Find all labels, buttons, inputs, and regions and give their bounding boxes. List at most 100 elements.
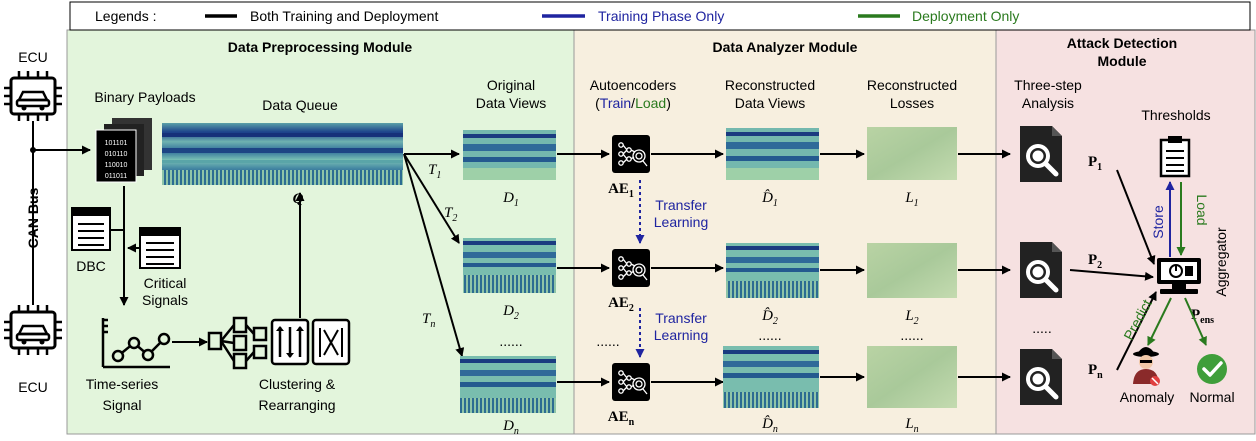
- tn-label: Tn: [422, 311, 435, 330]
- aggregator-label: Aggregator: [1213, 227, 1229, 297]
- queue-to-d2-arrow: [403, 153, 460, 244]
- transfer2-line2: Learning: [654, 327, 709, 343]
- anomaly-label: Anomaly: [1120, 389, 1174, 405]
- original-view-n: [460, 356, 556, 413]
- ecu-bottom-label: ECU: [18, 379, 48, 395]
- normal-check-icon: [1197, 354, 1227, 384]
- dbc-icon: [71, 207, 111, 251]
- data-queue-heatmap: [162, 123, 403, 185]
- queue-symbol: Q: [293, 191, 304, 207]
- predict-anomaly-arrow: [1147, 297, 1172, 346]
- svg-text:010110: 010110: [105, 151, 128, 158]
- analysis-icon-1: [1020, 126, 1062, 182]
- original-view-1: [463, 130, 556, 180]
- predict-normal-arrow: [1184, 297, 1207, 346]
- store-label: Store: [1150, 205, 1166, 239]
- l2-label: L2: [904, 308, 918, 327]
- rec-views-line2: Data Views: [735, 95, 806, 111]
- critical-signals-line1: Critical: [144, 275, 187, 291]
- losses-line1: Reconstructed: [867, 77, 957, 93]
- ecu-top-label: ECU: [18, 49, 48, 65]
- clustering-icon: [207, 316, 268, 370]
- views-ellipsis: ......: [499, 333, 522, 349]
- binary-payloads-icon: 101101 010110 110010 011011: [95, 118, 152, 183]
- analyzer-title: Data Analyzer Module: [713, 39, 858, 55]
- can-bus-label: CAN Bus: [25, 187, 41, 248]
- rec-ellipsis: ......: [758, 327, 781, 343]
- pn-to-aggregator-arrow: [1116, 291, 1157, 371]
- t2-label: T2: [444, 205, 457, 224]
- rearranging-icon: [270, 318, 351, 366]
- dhat1-label: D̂1: [761, 190, 778, 209]
- original-views-line2: Data Views: [476, 95, 547, 111]
- p1-label: P1: [1088, 154, 1102, 173]
- legend-both: Both Training and Deployment: [250, 8, 438, 24]
- d1-label: D1: [502, 190, 519, 209]
- ae-ellipsis: ......: [596, 333, 619, 349]
- ln-label: Ln: [904, 416, 918, 435]
- rec-views-line1: Reconstructed: [725, 77, 815, 93]
- p1-to-aggregator-arrow: [1116, 169, 1156, 265]
- svg-text:011011: 011011: [105, 173, 127, 180]
- clustering-line2: Rearranging: [258, 397, 335, 413]
- losses-line2: Losses: [890, 95, 934, 111]
- d2-label: D2: [502, 303, 519, 322]
- ae2-icon: [611, 248, 651, 288]
- timeseries-line1: Time-series: [86, 376, 159, 392]
- loss-ellipsis: ......: [900, 327, 923, 343]
- legend-training: Training Phase Only: [598, 8, 724, 24]
- detection-title-line2: Module: [1098, 53, 1147, 69]
- thresholds-icon: [1159, 136, 1191, 178]
- ae1-icon: [611, 134, 651, 174]
- rec-view-2: [726, 243, 819, 298]
- rec-view-1: [726, 128, 819, 180]
- normal-label: Normal: [1189, 389, 1234, 405]
- loss-map-1: [867, 127, 957, 180]
- autoencoders-label: Autoencoders: [590, 77, 676, 93]
- ecu-top-icon: [2, 69, 64, 123]
- data-queue-label: Data Queue: [262, 97, 338, 113]
- load-label: Load: [1194, 194, 1210, 225]
- train-load-label: (Train/Load): [595, 95, 671, 111]
- pens-label: Pens: [1191, 307, 1214, 326]
- analysis-icon-2: [1020, 242, 1062, 298]
- legend-deployment: Deployment Only: [912, 8, 1019, 24]
- detection-title-line1: Attack Detection: [1067, 35, 1177, 51]
- thresholds-label: Thresholds: [1141, 107, 1210, 123]
- rec-view-n: [723, 346, 819, 408]
- three-step-line2: Analysis: [1022, 95, 1074, 111]
- dhatn-label: D̂n: [761, 416, 778, 435]
- loss-map-2: [867, 243, 957, 298]
- aggregator-icon: [1157, 258, 1201, 294]
- timeseries-icon: [101, 318, 171, 369]
- pn-label: Pn: [1088, 362, 1103, 381]
- critical-signals-line2: Signals: [142, 292, 188, 308]
- clustering-line1: Clustering &: [259, 376, 336, 392]
- critical-signals-icon: [139, 227, 181, 269]
- legend-box: [69, 1, 1251, 31]
- svg-text:101101: 101101: [105, 140, 128, 147]
- original-view-2: [463, 238, 556, 293]
- dn-label: Dn: [502, 418, 519, 436]
- aen-icon: [611, 362, 651, 402]
- legend-prefix: Legends :: [95, 8, 157, 24]
- analysis-icon-n: [1020, 349, 1062, 405]
- preprocessing-title: Data Preprocessing Module: [228, 39, 413, 55]
- svg-text:110010: 110010: [105, 162, 128, 169]
- anomaly-icon: [1133, 347, 1160, 386]
- aen-label: AEn: [608, 409, 635, 428]
- dbc-label: DBC: [76, 258, 106, 274]
- can-junction-dot: [30, 147, 36, 153]
- timeseries-line2: Signal: [103, 397, 142, 413]
- p2-label: P2: [1088, 252, 1102, 271]
- queue-to-dn-arrow: [403, 153, 465, 357]
- ecu-bottom-icon: [2, 303, 64, 357]
- t1-label: T1: [428, 162, 441, 181]
- original-views-line1: Original: [487, 77, 535, 93]
- dhat2-label: D̂2: [761, 308, 778, 327]
- l1-label: L1: [904, 190, 918, 209]
- transfer2-line1: Transfer: [655, 310, 707, 326]
- binary-payloads-label: Binary Payloads: [94, 89, 195, 105]
